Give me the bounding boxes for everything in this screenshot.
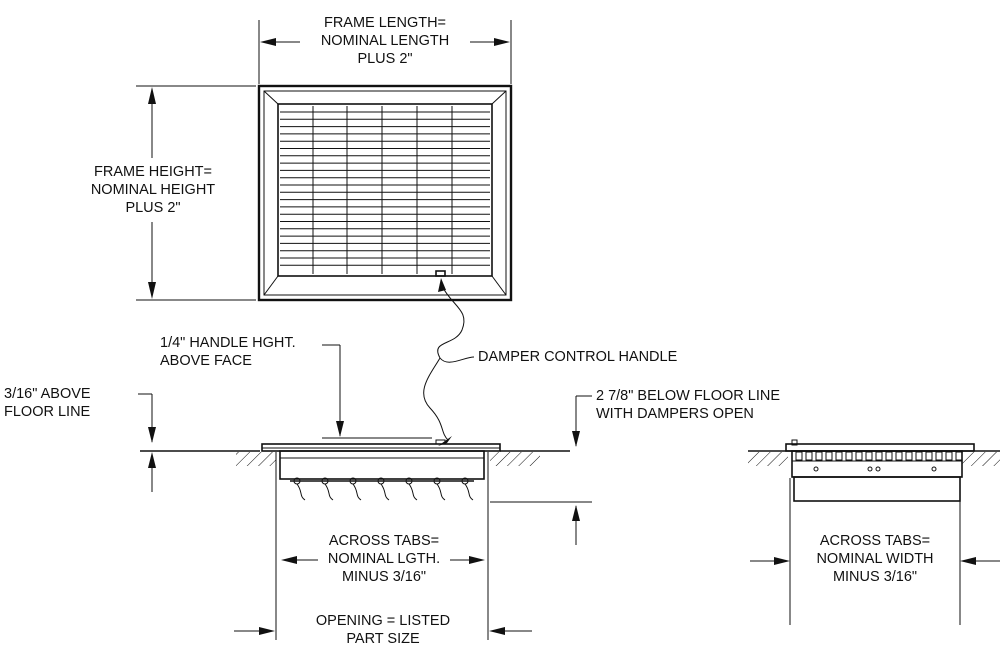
louver-grid — [280, 106, 490, 274]
grille-section-length — [140, 437, 570, 640]
below-floor-leader — [490, 395, 592, 545]
frame-length-label: FRAME LENGTH= NOMINAL LENGTH PLUS 2" — [300, 14, 470, 68]
frame-length-dimension — [258, 20, 512, 84]
grille-section-width — [748, 439, 1000, 625]
across-tabs-length-label: ACROSS TABS= NOMINAL LGTH. MINUS 3/16" — [318, 532, 450, 586]
damper-handle-label: DAMPER CONTROL HANDLE — [478, 348, 678, 366]
across-tabs-length-dimension — [281, 556, 485, 564]
grille-front-view — [257, 84, 513, 302]
above-floor-label: 3/16" ABOVE FLOOR LINE — [4, 385, 91, 421]
handle-height-label: 1/4" HANDLE HGHT. ABOVE FACE — [160, 334, 296, 370]
damper-blades — [290, 477, 474, 501]
opening-dimension — [234, 627, 532, 635]
below-floor-label: 2 7/8" BELOW FLOOR LINE WITH DAMPERS OPE… — [596, 387, 781, 423]
above-floor-leader — [138, 393, 156, 492]
opening-label: OPENING = LISTED PART SIZE — [300, 612, 466, 648]
frame-height-dimension — [136, 85, 256, 301]
across-tabs-width-label: ACROSS TABS= NOMINAL WIDTH MINUS 3/16" — [800, 532, 950, 586]
damper-control-handle[interactable] — [435, 270, 446, 277]
frame-height-label: FRAME HEIGHT= NOMINAL HEIGHT PLUS 2" — [78, 163, 228, 217]
louver-ends — [795, 451, 963, 461]
damper-handle-leader — [423, 278, 475, 446]
across-tabs-width-dimension — [750, 557, 1000, 565]
handle-height-leader — [322, 344, 344, 437]
